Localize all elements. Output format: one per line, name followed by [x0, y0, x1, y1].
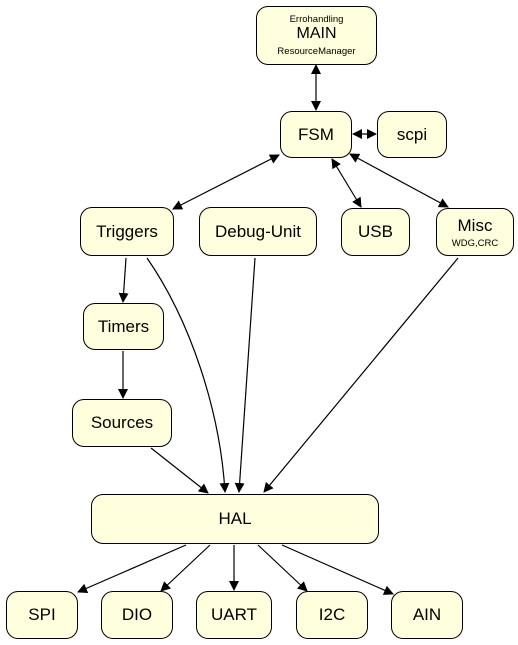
node-ain: AIN	[391, 591, 463, 639]
edge-hal-ain	[281, 544, 394, 595]
main-label: MAIN	[296, 25, 337, 42]
dio-label: DIO	[121, 605, 153, 624]
node-debug-unit: Debug-Unit	[199, 207, 317, 256]
node-sources: Sources	[72, 399, 172, 447]
misc-label: Misc	[457, 215, 493, 235]
main-top-text: Errohandling	[289, 14, 344, 25]
node-dio: DIO	[101, 591, 173, 639]
node-i2c: I2C	[296, 591, 368, 639]
edge-fsm-triggers	[172, 154, 280, 210]
edge-debug-hal	[234, 257, 256, 493]
main-bottom-text: ResourceManager	[277, 46, 356, 57]
node-timers: Timers	[83, 303, 164, 350]
i2c-label: I2C	[318, 605, 346, 624]
edge-misc-hal	[263, 257, 459, 493]
uart-label: UART	[211, 605, 257, 624]
misc-sub-label: WDG,CRC	[451, 237, 499, 249]
node-triggers: Triggers	[80, 207, 174, 256]
scpi-label: scpi	[396, 124, 428, 144]
debug-unit-label: Debug-Unit	[215, 221, 301, 241]
node-uart: UART	[196, 591, 272, 639]
spi-label: SPI	[28, 605, 56, 624]
edge-fsm-misc	[349, 153, 449, 208]
timers-label: Timers	[97, 316, 150, 336]
node-fsm: FSM	[280, 111, 352, 158]
edge-hal-dio	[160, 544, 211, 592]
edge-triggers-timers	[118, 257, 129, 303]
edge-hal-i2c	[257, 544, 308, 592]
ain-label: AIN	[412, 605, 442, 624]
node-usb: USB	[341, 208, 410, 256]
edge-sources-hal	[150, 447, 209, 494]
edge-hal-spi	[77, 544, 187, 593]
usb-label: USB	[358, 222, 393, 241]
triggers-label: Triggers	[96, 221, 158, 241]
node-hal: HAL	[91, 494, 379, 544]
sources-label: Sources	[90, 413, 154, 432]
node-spi: SPI	[6, 591, 78, 639]
node-main: Errohandling MAIN ResourceManager	[256, 6, 377, 65]
edge-fsm-usb	[331, 158, 362, 208]
node-scpi: scpi	[377, 111, 447, 158]
edge-triggers-hal	[146, 257, 230, 493]
hal-label: HAL	[218, 509, 252, 528]
fsm-label: FSM	[298, 124, 334, 144]
node-misc: Misc WDG,CRC	[436, 208, 514, 256]
